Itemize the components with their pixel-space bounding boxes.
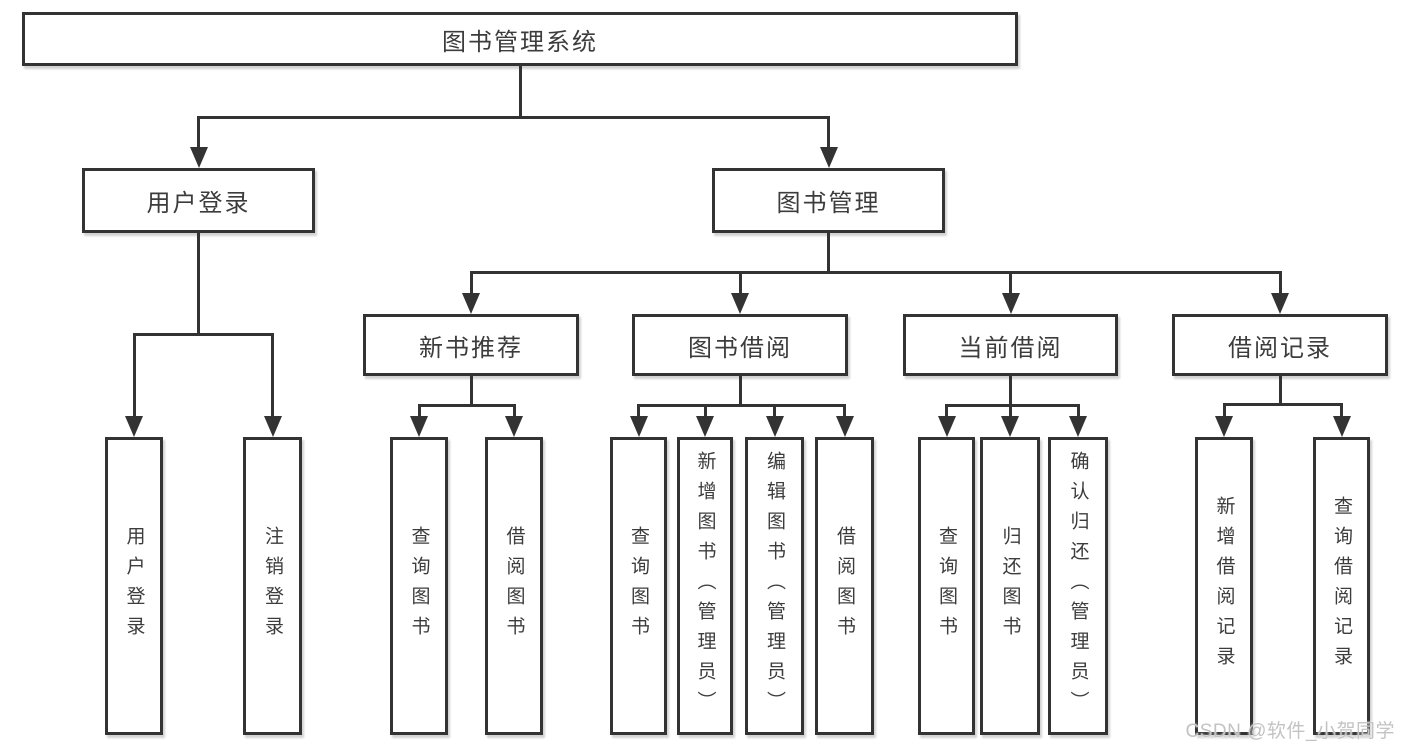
arrowhead-book-borrowing bbox=[731, 293, 749, 314]
connector-stub-borrow-records bbox=[1278, 273, 1282, 295]
leaf-query-borrow-record: 查询借阅记录 bbox=[1313, 437, 1370, 735]
connector-stub-nb-borrow bbox=[512, 406, 516, 418]
connector-current-borrow-branch bbox=[945, 404, 1080, 407]
connector-stub-book-management bbox=[827, 118, 830, 152]
connector-stub-cb-confirm bbox=[1076, 406, 1080, 418]
node-new-book-recommend-label: 新书推荐 bbox=[419, 334, 523, 362]
connector-user-login-branch bbox=[132, 333, 274, 336]
connector-stub-book-borrowing bbox=[738, 273, 742, 295]
connector-stub-user-login bbox=[197, 118, 200, 152]
csdn-watermark: CSDN @软件_小贺同学 bbox=[1185, 721, 1395, 742]
connector-records-trunk bbox=[1278, 376, 1282, 405]
node-user-login: 用户登录 bbox=[82, 168, 315, 233]
leaf-logout: 注销登录 bbox=[243, 437, 302, 735]
node-current-borrowing-label: 当前借阅 bbox=[958, 334, 1063, 362]
leaf-return-books-label: 归还图书 bbox=[999, 526, 1021, 646]
connector-stub-cb-return bbox=[1008, 406, 1012, 418]
leaf-user-login-label: 用户登录 bbox=[123, 526, 145, 646]
leaf-query-borrow-record-label: 查询借阅记录 bbox=[1331, 496, 1352, 676]
arrowhead-bb-edit bbox=[765, 416, 784, 437]
connector-stub-cb-query bbox=[945, 406, 948, 418]
leaf-edit-books-admin-label: 编辑图书（管理员） bbox=[764, 451, 785, 721]
leaf-query-books-borrowing-label: 查询图书 bbox=[628, 526, 649, 646]
arrowhead-nb-borrow bbox=[505, 416, 523, 437]
connector-stub-new-book-recommend bbox=[469, 273, 473, 295]
leaf-user-login: 用户登录 bbox=[105, 437, 163, 735]
arrowhead-nb-query bbox=[410, 416, 428, 437]
connector-new-book-branch bbox=[417, 404, 516, 407]
connector-new-book-trunk bbox=[469, 376, 473, 406]
leaf-add-books-admin: 新增图书（管理员） bbox=[677, 437, 733, 735]
leaf-confirm-return-admin: 确认归还（管理员） bbox=[1048, 437, 1108, 735]
connector-stub-bb-query bbox=[637, 406, 640, 418]
connector-root-trunk bbox=[519, 66, 522, 118]
connector-stub-bb-add bbox=[703, 406, 707, 418]
leaf-query-books-newbook-label: 查询图书 bbox=[408, 526, 430, 646]
arrowhead-current-borrowing bbox=[1001, 293, 1020, 314]
arrowhead-book-management bbox=[819, 147, 838, 168]
connector-book-borrow-branch bbox=[637, 404, 846, 407]
arrowhead-cb-query bbox=[937, 416, 956, 437]
leaf-borrow-books-newbook-label: 借阅图书 bbox=[503, 526, 525, 646]
arrowhead-leaf-logout bbox=[263, 416, 282, 437]
leaf-borrow-books-newbook: 借阅图书 bbox=[485, 437, 543, 735]
leaf-query-books-current: 查询图书 bbox=[918, 437, 975, 735]
leaf-query-books-borrowing: 查询图书 bbox=[610, 437, 667, 735]
connector-stub-bb-edit bbox=[773, 406, 776, 418]
connector-stub-current-borrowing bbox=[1009, 273, 1012, 295]
leaf-edit-books-admin: 编辑图书（管理员） bbox=[745, 437, 804, 735]
leaf-add-borrow-record: 新增借阅记录 bbox=[1195, 437, 1253, 735]
connector-book-borrow-trunk bbox=[738, 376, 742, 406]
node-current-borrowing: 当前借阅 bbox=[903, 314, 1118, 376]
leaf-logout-label: 注销登录 bbox=[262, 526, 283, 646]
leaf-query-books-newbook: 查询图书 bbox=[390, 437, 448, 735]
connector-root-branch bbox=[197, 116, 830, 119]
leaf-return-books: 归还图书 bbox=[980, 437, 1040, 735]
node-book-borrowing-label: 图书借阅 bbox=[688, 334, 792, 362]
leaf-borrow-books-label: 借阅图书 bbox=[834, 526, 855, 646]
leaf-add-books-admin-label: 新增图书（管理员） bbox=[694, 451, 716, 721]
connector-current-borrow-trunk bbox=[1009, 376, 1012, 406]
node-new-book-recommend: 新书推荐 bbox=[363, 314, 579, 376]
connector-book-management-branch bbox=[469, 271, 1282, 274]
connector-stub-br-query bbox=[1340, 405, 1343, 418]
leaf-confirm-return-admin-label: 确认归还（管理员） bbox=[1067, 451, 1089, 721]
node-library-system: 图书管理系统 bbox=[22, 12, 1018, 66]
node-user-login-label: 用户登录 bbox=[146, 190, 251, 217]
node-book-borrowing: 图书借阅 bbox=[632, 314, 848, 376]
node-borrow-records: 借阅记录 bbox=[1172, 314, 1388, 376]
connector-stub-nb-query bbox=[417, 406, 421, 418]
arrowhead-bb-add bbox=[696, 416, 714, 437]
arrowhead-new-book-recommend bbox=[462, 293, 480, 314]
arrowhead-br-query bbox=[1332, 416, 1351, 437]
connector-user-login-trunk bbox=[197, 233, 200, 336]
arrowhead-cb-confirm bbox=[1069, 416, 1087, 437]
connector-stub-br-add bbox=[1222, 405, 1226, 418]
arrowhead-user-login bbox=[189, 147, 208, 168]
connector-records-branch bbox=[1222, 403, 1343, 406]
connector-stub-leaf-logout bbox=[271, 335, 274, 418]
connector-stub-leaf-user-login bbox=[132, 335, 136, 418]
arrowhead-leaf-user-login bbox=[125, 416, 143, 437]
leaf-borrow-books: 借阅图书 bbox=[815, 437, 874, 735]
node-borrow-records-label: 借阅记录 bbox=[1228, 334, 1332, 362]
node-book-management-label: 图书管理 bbox=[776, 190, 881, 217]
leaf-add-borrow-record-label: 新增借阅记录 bbox=[1213, 496, 1235, 676]
connector-stub-bb-borrow bbox=[843, 406, 846, 418]
node-book-management: 图书管理 bbox=[712, 168, 945, 233]
arrowhead-borrow-records bbox=[1271, 293, 1289, 314]
leaf-query-books-current-label: 查询图书 bbox=[936, 526, 957, 646]
arrowhead-bb-query bbox=[629, 416, 648, 437]
arrowhead-br-add bbox=[1215, 416, 1233, 437]
arrowhead-cb-return bbox=[1001, 416, 1019, 437]
connector-book-management-trunk bbox=[827, 233, 830, 274]
node-library-system-label: 图书管理系统 bbox=[442, 28, 598, 56]
arrowhead-bb-borrow bbox=[835, 416, 854, 437]
